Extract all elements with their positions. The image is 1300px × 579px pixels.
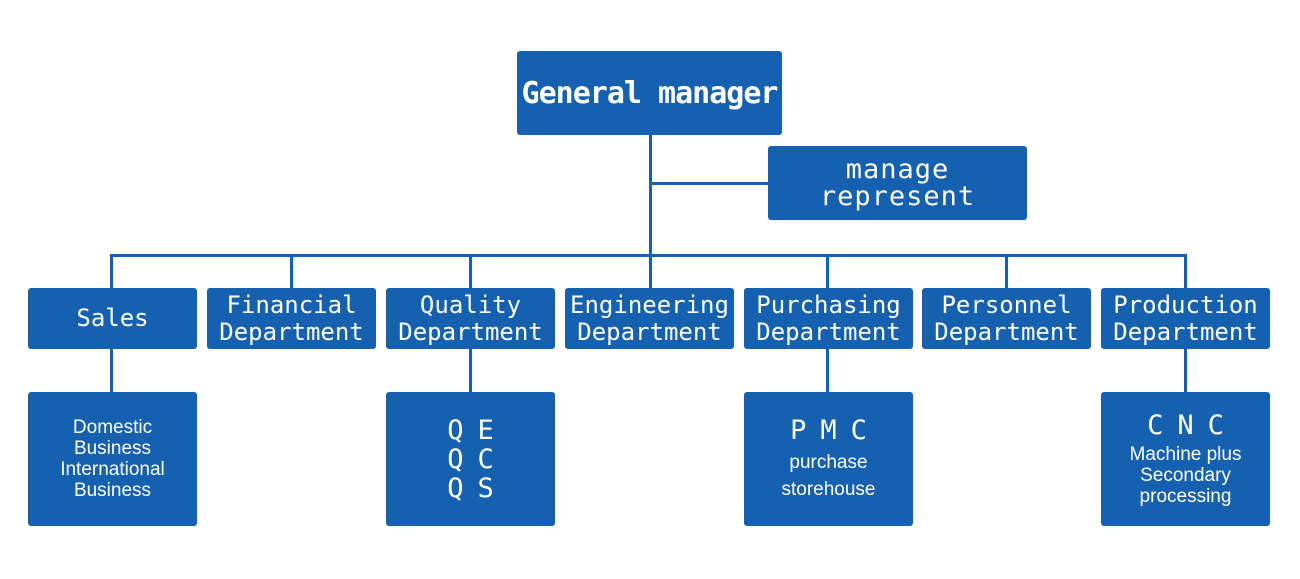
connector-drop-personnel <box>1005 254 1008 288</box>
dept-label: Production <box>1113 290 1258 319</box>
sub-item: Q <box>447 414 478 446</box>
sub-title: PMC <box>790 414 881 446</box>
dept-quality-box: Quality Department <box>386 288 555 349</box>
dept-label: Purchasing <box>756 290 901 319</box>
assistant-line: manage <box>845 154 950 185</box>
sub-item: Business <box>73 480 152 501</box>
dept-label: Department <box>219 317 364 346</box>
dept-label: Department <box>934 317 1079 346</box>
dept-label: Department <box>577 317 722 346</box>
dept-engineering-box: Engineering Department <box>565 288 734 349</box>
sub-item: Secondary <box>1140 465 1231 486</box>
dept-label: Department <box>1113 317 1258 346</box>
connector-root-down <box>649 135 652 255</box>
assistant-line: represent <box>819 181 976 212</box>
connector-drop-production <box>1184 254 1187 288</box>
connector-drop-financial <box>290 254 293 288</box>
dept-label: Department <box>398 317 543 346</box>
dept-label: Quality <box>419 290 522 319</box>
sub-item: Q <box>447 472 478 504</box>
dept-label: Engineering <box>570 290 729 319</box>
dept-sales-box: Sales <box>28 288 197 349</box>
general-manager-label: General manager <box>521 75 779 111</box>
sub-item: storehouse <box>781 478 876 500</box>
connector-sales-sub <box>110 349 113 392</box>
connector-quality-sub <box>469 349 472 392</box>
sub-item-row: QC <box>433 445 508 474</box>
connector-drop-sales <box>110 254 113 288</box>
dept-personnel-box: Personnel Department <box>922 288 1091 349</box>
sub-item: Q <box>447 443 478 475</box>
sub-item: E <box>477 414 508 446</box>
connector-assistant <box>650 182 768 185</box>
dept-production-box: Production Department <box>1101 288 1270 349</box>
dept-label: Department <box>756 317 901 346</box>
sub-item: Machine plus <box>1129 444 1242 465</box>
sub-item-row: QE <box>433 416 508 445</box>
sub-item: International <box>60 459 165 480</box>
dept-label: Sales <box>76 304 149 332</box>
general-manager-box: General manager <box>517 51 782 135</box>
quality-sub-box: QE QC QS <box>386 392 555 526</box>
sub-item: Business <box>73 438 152 459</box>
connector-horizontal-bus <box>110 254 1187 257</box>
sub-item: purchase <box>789 451 868 473</box>
production-sub-box: CNC Machine plus Secondary processing <box>1101 392 1270 526</box>
sub-item-row: QS <box>433 474 508 503</box>
dept-label: Financial <box>226 290 357 319</box>
connector-drop-engineering <box>649 254 652 288</box>
dept-purchasing-box: Purchasing Department <box>744 288 913 349</box>
dept-financial-box: Financial Department <box>207 288 376 349</box>
sub-item: Domestic <box>72 417 153 438</box>
dept-label: Personnel <box>941 290 1072 319</box>
sub-item: processing <box>1139 486 1232 507</box>
sub-item: S <box>477 472 508 504</box>
sales-sub-box: Domestic Business International Business <box>28 392 197 526</box>
management-representative-box: manage represent <box>768 146 1027 220</box>
sub-item: C <box>477 443 508 475</box>
connector-drop-quality <box>469 254 472 288</box>
connector-production-sub <box>1184 349 1187 392</box>
sub-title: CNC <box>1147 410 1238 441</box>
purchasing-sub-box: PMC purchase storehouse <box>744 392 913 526</box>
connector-purchasing-sub <box>826 349 829 392</box>
connector-drop-purchasing <box>826 254 829 288</box>
